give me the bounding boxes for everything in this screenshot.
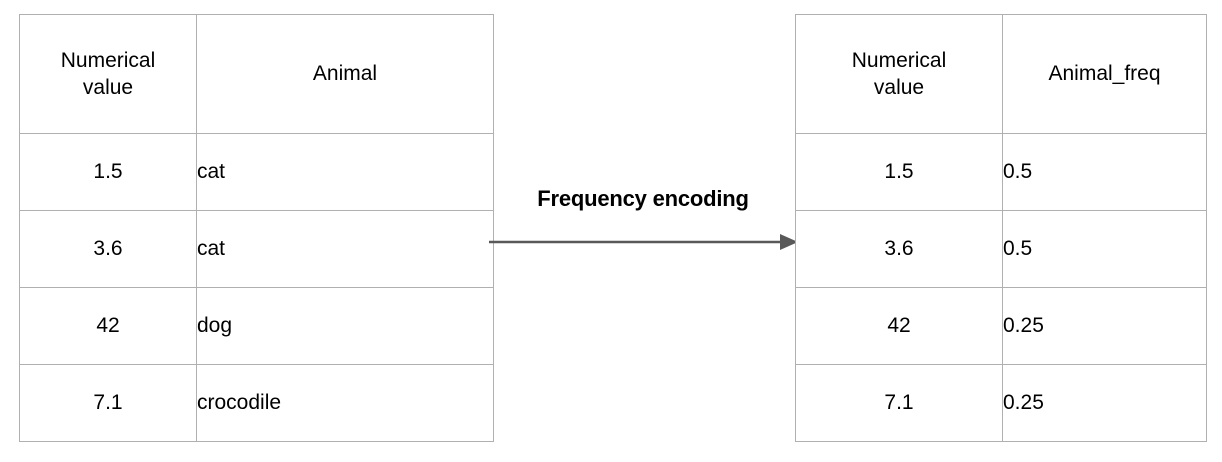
cell-numerical-value: 7.1 [19,364,197,442]
table-header-row: Numerical value Animal_freq [795,14,1207,134]
cell-animal: dog [196,287,494,365]
table-row: 7.1 crocodile [19,364,494,442]
cell-animal-freq: 0.5 [1002,133,1207,211]
table-row: 3.6 0.5 [795,210,1207,288]
column-header-animal-freq: Animal_freq [1002,14,1207,134]
cell-numerical-value: 42 [795,287,1003,365]
source-table: Numerical value Animal 1.5 cat 3.6 cat 4… [19,14,494,442]
header-line-2: value [873,76,925,99]
header-line-2: value [82,76,134,99]
table-row: 42 0.25 [795,287,1207,365]
cell-animal-freq: 0.25 [1002,287,1207,365]
arrow-label: Frequency encoding [537,186,749,211]
cell-animal: crocodile [196,364,494,442]
table-header-row: Numerical value Animal [19,14,494,134]
table-row: 42 dog [19,287,494,365]
cell-numerical-value: 1.5 [19,133,197,211]
column-header-animal: Animal [196,14,494,134]
cell-numerical-value: 1.5 [795,133,1003,211]
encoded-table: Numerical value Animal_freq 1.5 0.5 3.6 … [795,14,1207,442]
cell-animal-freq: 0.5 [1002,210,1207,288]
header-line-1: Numerical [60,48,156,72]
cell-numerical-value: 3.6 [795,210,1003,288]
cell-numerical-value: 7.1 [795,364,1003,442]
transformation-arrow-group: Frequency encoding [488,186,798,266]
table-row: 7.1 0.25 [795,364,1207,442]
table-row: 1.5 cat [19,133,494,211]
header-line-1: Animal_freq [1048,62,1161,85]
column-header-numerical-value: Numerical value [795,14,1003,134]
arrow-right-icon [489,234,798,250]
column-header-numerical-value: Numerical value [19,14,197,134]
table-row: 3.6 cat [19,210,494,288]
cell-animal-freq: 0.25 [1002,364,1207,442]
table-row: 1.5 0.5 [795,133,1207,211]
cell-animal: cat [196,210,494,288]
cell-numerical-value: 3.6 [19,210,197,288]
header-line-1: Animal [312,62,378,85]
cell-numerical-value: 42 [19,287,197,365]
cell-animal: cat [196,133,494,211]
header-line-1: Numerical [851,48,947,72]
